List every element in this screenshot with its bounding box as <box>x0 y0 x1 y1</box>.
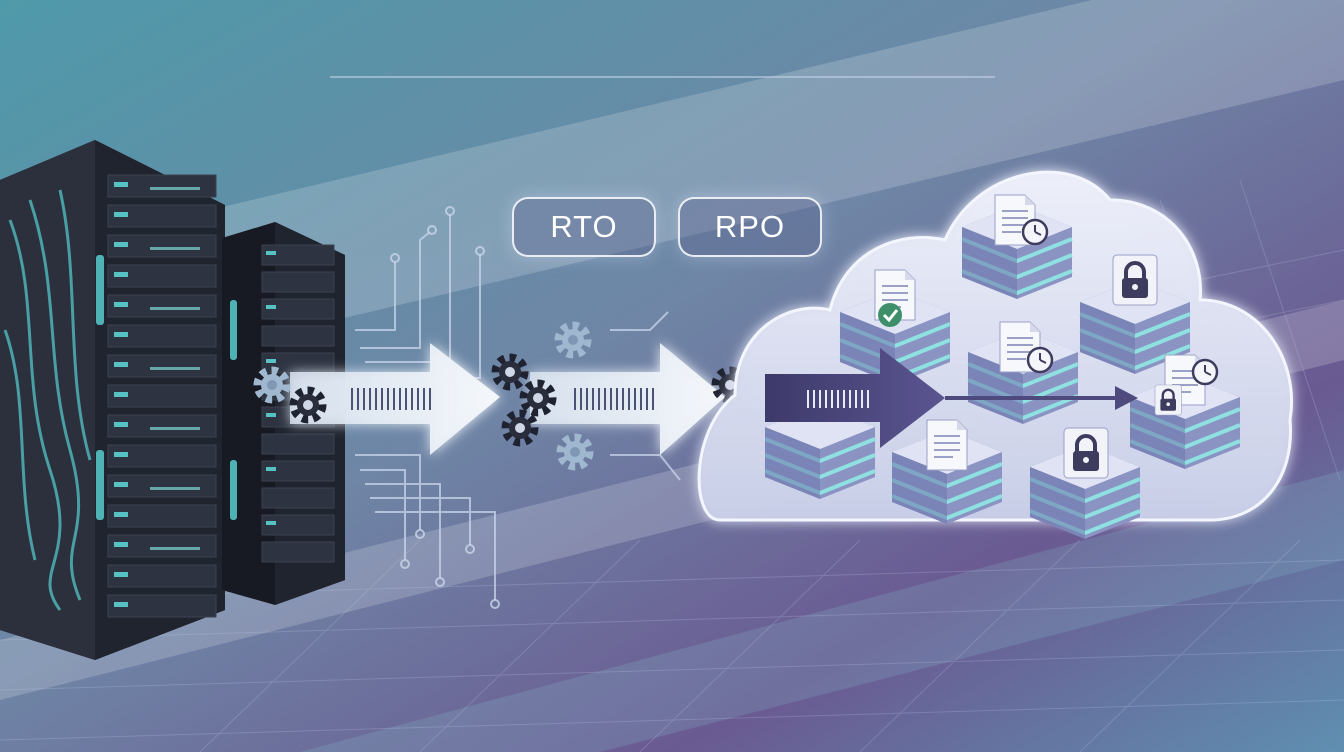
circuit-node-dots <box>390 206 500 609</box>
rto-label: RTO <box>512 197 656 257</box>
data-arrow-icon <box>765 348 1138 448</box>
rack-cables <box>3 189 92 611</box>
data-arrow-icon <box>290 343 500 455</box>
rack-server-units <box>107 174 217 618</box>
check-icon <box>878 303 902 327</box>
rpo-label: RPO <box>678 197 822 257</box>
data-arrow-icon <box>530 343 725 455</box>
server-rack-icon <box>0 140 225 660</box>
server-rack-icon <box>222 222 345 605</box>
rack-status-leds <box>114 182 200 607</box>
